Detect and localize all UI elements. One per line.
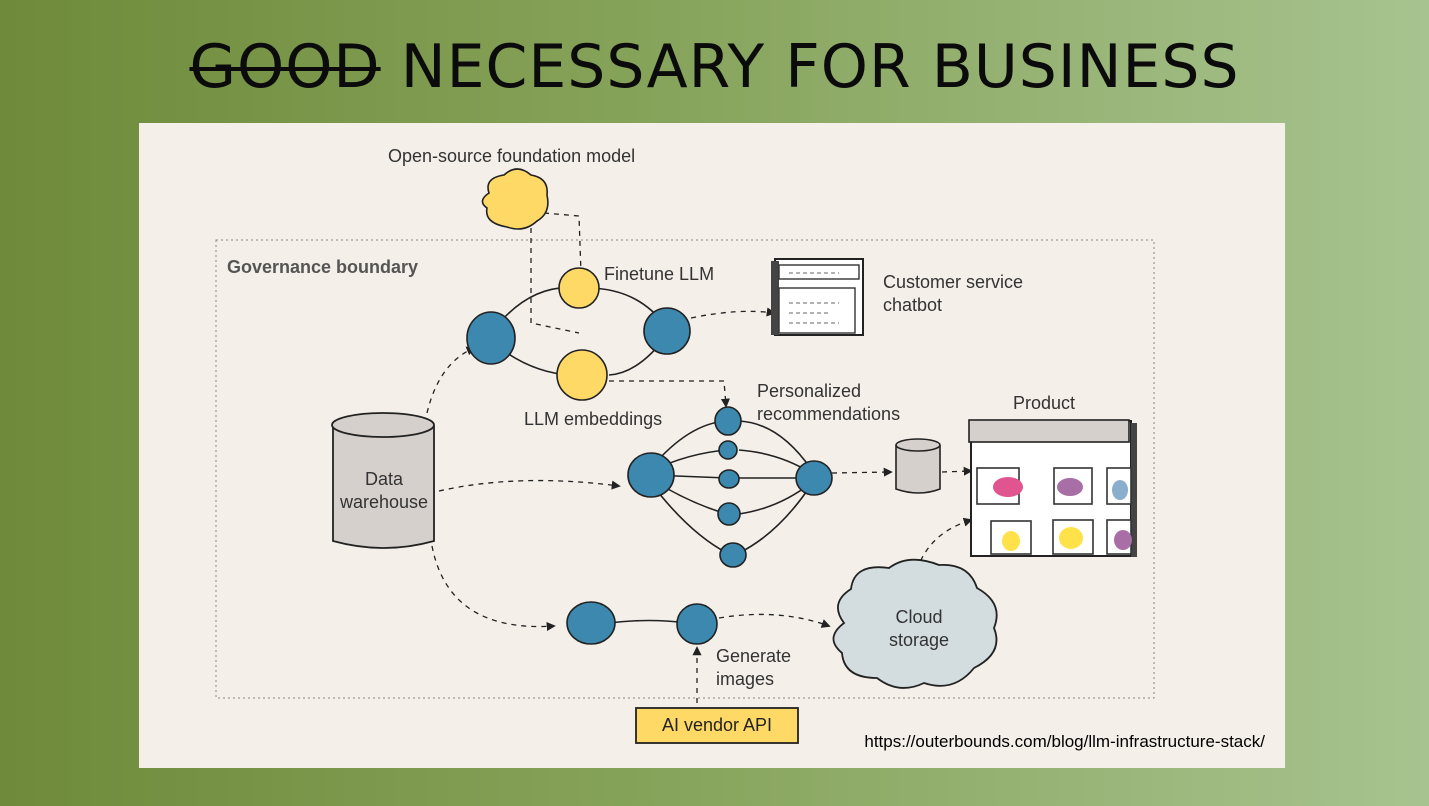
cloud-label-line2: storage	[888, 630, 950, 650]
product-window	[968, 419, 1137, 557]
diagram-canvas	[215, 168, 1155, 744]
source-url: https://outerbounds.com/blog/llm-infrast…	[864, 732, 1265, 751]
generate-label: Generate images	[716, 645, 791, 691]
cloud-label-line1: Cloud	[895, 607, 943, 627]
slide-title: GOOD NECESSARY FOR BUSINESS	[0, 32, 1429, 102]
warehouse-label-line2: warehouse	[339, 492, 429, 512]
feature-store-cylinder	[895, 438, 941, 494]
generate-label-line1: Generate	[716, 646, 792, 666]
recommendations-label-line2: recommendations	[757, 404, 901, 424]
recommendations-label-line1: Personalized	[757, 381, 862, 401]
chatbot-label-line1: Customer service	[883, 272, 1024, 292]
network-node	[718, 440, 738, 460]
embeddings-label: LLM embeddings	[524, 409, 663, 429]
vendor-label: AI vendor API	[661, 715, 773, 735]
foundation-model-blob	[481, 168, 549, 230]
warehouse-label-line1: Data	[364, 469, 404, 489]
chatbot-label-line2: chatbot	[883, 295, 943, 315]
foundation-model-label: Open-source foundation model	[388, 146, 636, 166]
data-warehouse-cylinder	[331, 412, 435, 549]
network-node	[643, 307, 691, 355]
governance-boundary	[215, 239, 1155, 699]
cloud-storage-shape	[832, 558, 998, 689]
cloud-label: Cloud storage	[869, 606, 969, 652]
diagram-panel: Governance boundary Open-source foundati…	[139, 123, 1285, 768]
network-node	[718, 469, 740, 489]
governance-label: Governance boundary	[227, 257, 419, 277]
finetune-label: Finetune LLM	[604, 264, 715, 284]
network-node	[676, 603, 718, 645]
chatbot-label: Customer service chatbot	[883, 271, 1023, 317]
network-node	[719, 542, 747, 568]
embeddings-node	[556, 349, 608, 401]
network-node	[566, 601, 616, 645]
recommendations-label: Personalized recommendations	[757, 380, 900, 426]
title-text: NECESSARY FOR BUSINESS	[400, 32, 1240, 102]
generate-label-line2: images	[716, 669, 775, 689]
product-label: Product	[1013, 393, 1076, 413]
network-node	[714, 406, 742, 436]
finetune-node	[558, 267, 600, 309]
network-node	[717, 502, 741, 526]
network-node	[627, 452, 675, 498]
connectors	[426, 212, 973, 703]
network-node	[795, 460, 833, 496]
vendor-api-box	[635, 707, 799, 744]
chatbot-window	[771, 258, 864, 336]
warehouse-label: Data warehouse	[333, 468, 435, 514]
struck-word: GOOD	[189, 32, 381, 102]
network-node	[466, 311, 516, 365]
